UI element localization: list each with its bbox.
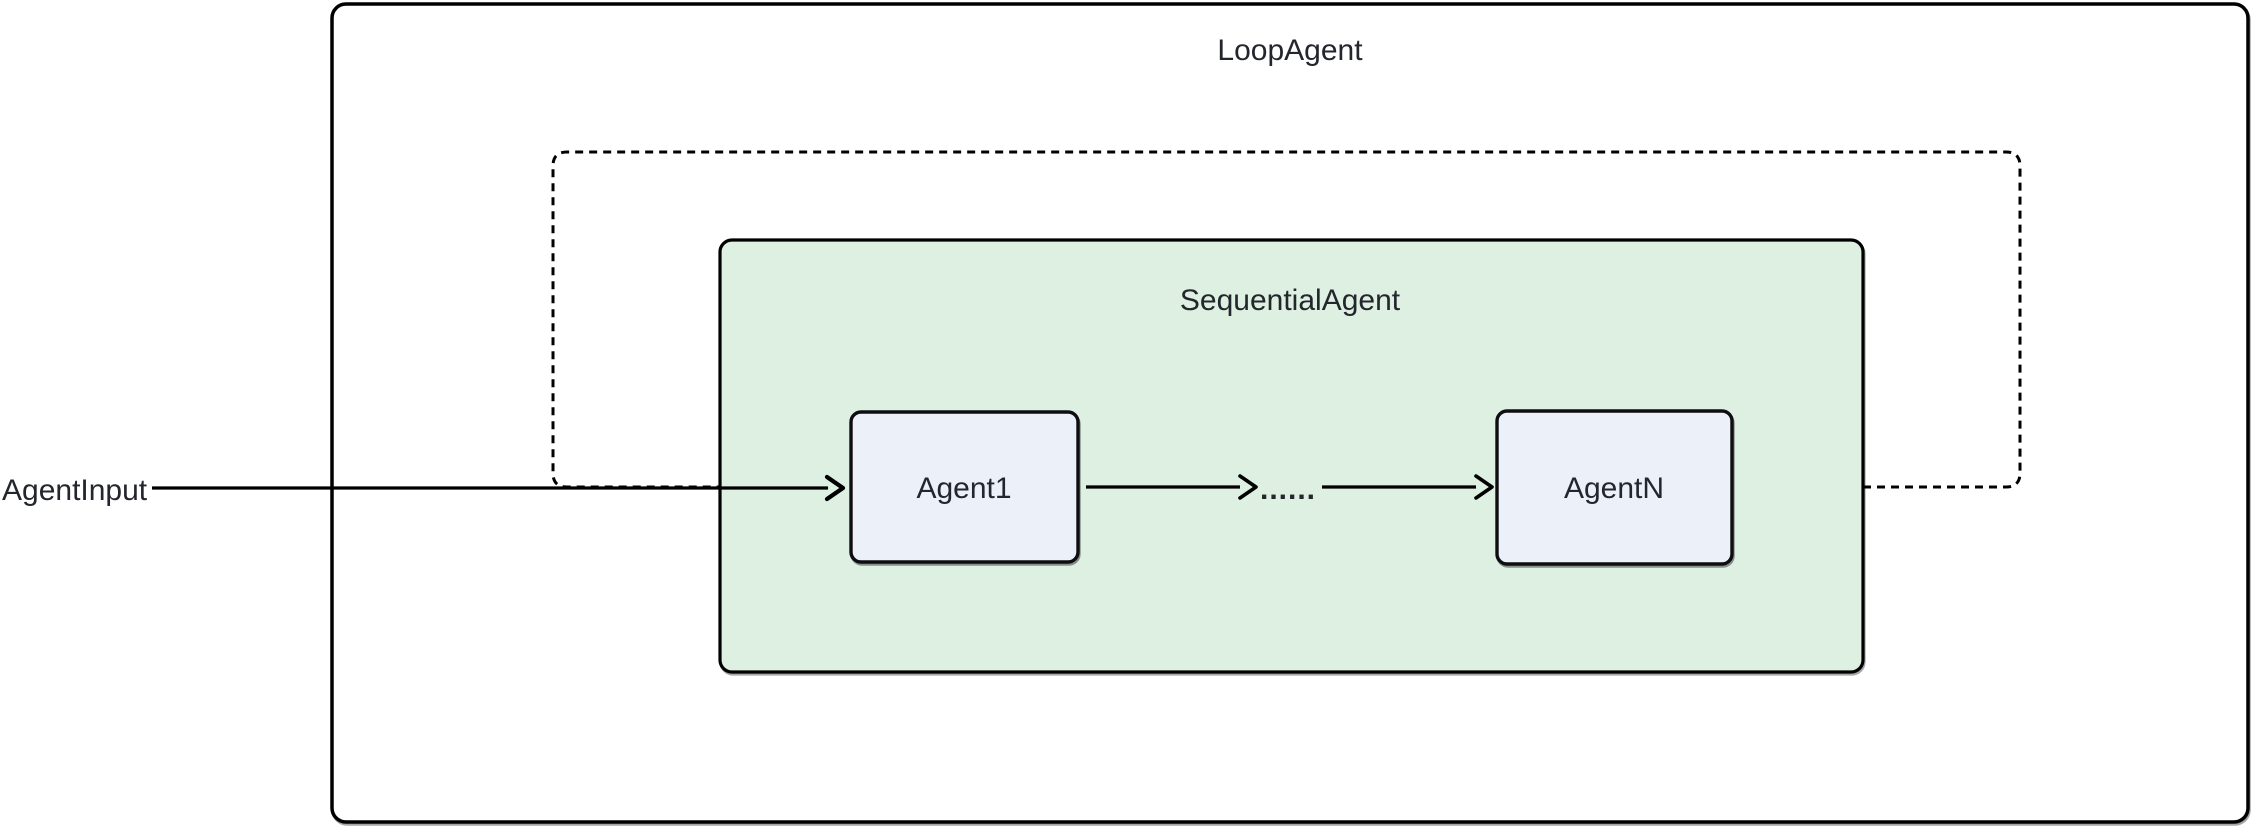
arrowhead-to-ellipsis-icon	[1238, 474, 1258, 500]
ellipsis-label: ......	[1260, 473, 1316, 506]
arrowhead-into-agent1-icon	[824, 474, 846, 502]
node-agent1	[849, 410, 1080, 564]
loop-back-dashed-edge	[551, 150, 2022, 489]
loop-agent-label: LoopAgent	[1217, 34, 1363, 67]
sequential-agent-label: SequentialAgent	[1180, 284, 1401, 317]
node-agentn	[1495, 409, 1734, 566]
node-agentn-label: AgentN	[1564, 472, 1664, 505]
agent-input-label: AgentInput	[2, 474, 148, 507]
node-agent1-label: Agent1	[916, 472, 1011, 505]
arrowhead-into-agentn-icon	[1474, 474, 1494, 500]
